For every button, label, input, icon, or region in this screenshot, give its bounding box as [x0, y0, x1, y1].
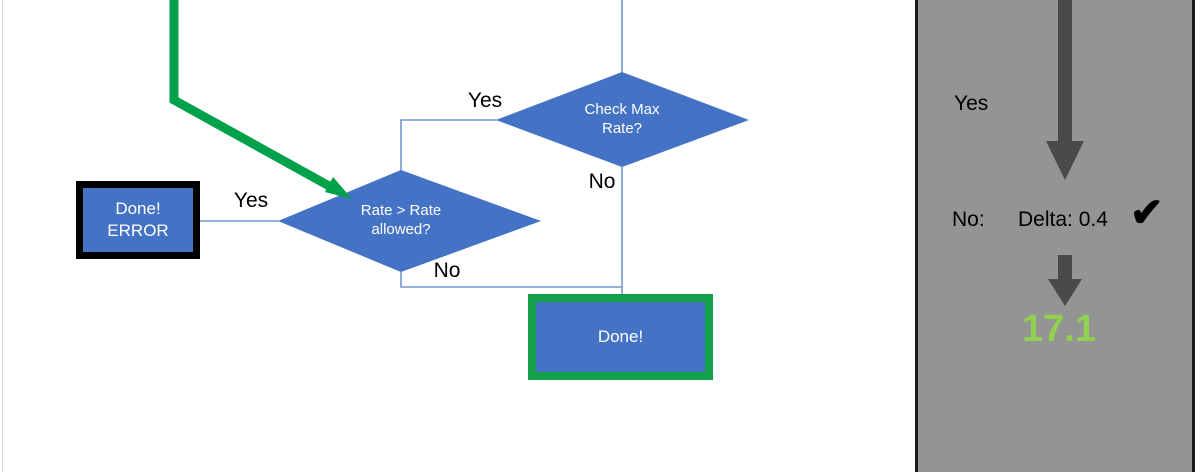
terminator-done[interactable]: Done!	[528, 294, 713, 380]
panel-no-label: No:	[952, 208, 985, 231]
left-guide-line	[2, 0, 3, 472]
terminator-done-error[interactable]: Done! ERROR	[76, 181, 200, 259]
panel-delta-value: Delta: 0.4	[1018, 208, 1108, 231]
connector-rate-allowed-no	[400, 272, 622, 288]
highlight-path-arrowhead	[325, 177, 352, 199]
decision-rate-greater-than-allowed[interactable]	[278, 170, 541, 272]
highlight-path-green-arrow	[169, 0, 343, 196]
check-mark-icon: ✔	[1130, 191, 1164, 235]
panel-result-value: 17.1	[1022, 308, 1096, 350]
panel-vector-layer	[1046, 0, 1084, 306]
panel-arrow-top-icon	[1046, 0, 1084, 180]
edge-label-rate-allowed-yes: Yes	[233, 189, 269, 212]
decision-check-max-rate[interactable]	[496, 72, 749, 167]
connector-check-max-yes	[400, 119, 497, 171]
panel-arrow-bottom-icon	[1048, 255, 1082, 306]
side-panel: Yes No: Delta: 0.4 ✔ 17.1	[915, 0, 1195, 472]
edge-label-rate-allowed-no: No	[433, 259, 461, 282]
edge-label-check-max-no: No	[588, 170, 616, 193]
panel-yes-label: Yes	[954, 92, 989, 115]
edge-label-check-max-yes: Yes	[467, 89, 503, 112]
terminator-done-label: Done!	[597, 327, 644, 346]
terminator-done-error-label: Done! ERROR	[107, 199, 169, 240]
